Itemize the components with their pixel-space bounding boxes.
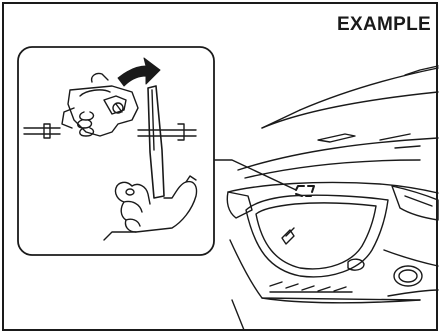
car-illustration xyxy=(227,66,438,330)
example-label: EXAMPLE xyxy=(335,14,433,36)
latch-inset xyxy=(18,47,214,255)
